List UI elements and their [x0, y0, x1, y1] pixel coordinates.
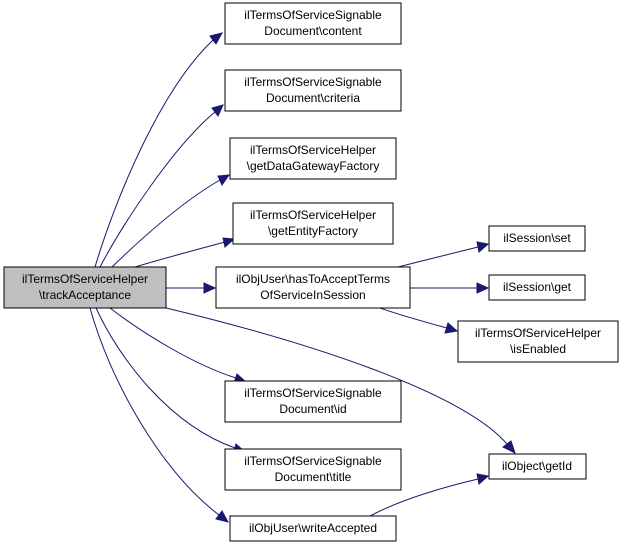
node-root-line1: ilTermsOfServiceHelper [22, 272, 148, 286]
edge-user-to-session-set [397, 241, 490, 268]
node-signable-criteria-line1: ilTermsOfServiceSignable [244, 75, 382, 89]
edge-user-to-helper-enabled [379, 307, 459, 334]
node-signable-title-line2: Document\title [275, 470, 352, 484]
node-user-hastoaccept-line2: OfServiceInSession [260, 288, 365, 302]
node-session-set-line1: ilSession\set [503, 231, 571, 245]
node-user-write-line1: ilObjUser\writeAccepted [249, 521, 377, 535]
edge-root-to-signable-content [94, 32, 223, 268]
node-signable-content-line2: Document\content [264, 24, 362, 38]
edge-root-to-user-write [89, 307, 229, 523]
node-helper-enabled-line1: ilTermsOfServiceHelper [475, 326, 601, 340]
node-root-line2: \trackAcceptance [39, 288, 131, 302]
nodes: ilTermsOfServiceHelper \trackAcceptance … [3, 2, 619, 542]
node-helper-gateway[interactable]: ilTermsOfServiceHelper \getDataGatewayFa… [229, 137, 397, 180]
node-signable-criteria[interactable]: ilTermsOfServiceSignable Document\criter… [224, 69, 402, 112]
node-object-getid-line1: ilObject\getId [502, 459, 572, 473]
node-signable-criteria-line2: Document\criteria [266, 91, 360, 105]
node-helper-entity[interactable]: ilTermsOfServiceHelper \getEntityFactory [232, 202, 394, 245]
edge-user-write-to-object-getid [369, 473, 490, 517]
node-user-hastoaccept[interactable]: ilObjUser\hasToAcceptTerms OfServiceInSe… [215, 266, 411, 309]
node-user-hastoaccept-line1: ilObjUser\hasToAcceptTerms [236, 272, 390, 286]
node-session-set[interactable]: ilSession\set [488, 225, 586, 252]
node-session-get[interactable]: ilSession\get [488, 274, 586, 301]
node-signable-title-line1: ilTermsOfServiceSignable [244, 454, 382, 468]
edge-root-to-user-hastoaccept [166, 282, 217, 294]
edge-root-to-helper-gateway [111, 174, 231, 268]
node-user-write[interactable]: ilObjUser\writeAccepted [229, 515, 397, 542]
node-helper-gateway-line2: \getDataGatewayFactory [247, 159, 380, 173]
node-session-get-line1: ilSession\get [503, 280, 572, 294]
edge-user-to-session-get [410, 282, 490, 294]
edge-root-to-object-getid [165, 307, 516, 454]
node-helper-entity-line1: ilTermsOfServiceHelper [250, 208, 376, 222]
edges [89, 32, 516, 523]
node-helper-entity-line2: \getEntityFactory [268, 224, 358, 238]
node-helper-gateway-line1: ilTermsOfServiceHelper [250, 143, 376, 157]
node-object-getid[interactable]: ilObject\getId [488, 453, 587, 480]
edge-root-to-signable-title [95, 307, 247, 455]
node-signable-id-line1: ilTermsOfServiceSignable [244, 386, 382, 400]
node-root[interactable]: ilTermsOfServiceHelper \trackAcceptance [3, 266, 167, 309]
node-helper-enabled[interactable]: ilTermsOfServiceHelper \isEnabled [457, 320, 619, 363]
node-signable-content[interactable]: ilTermsOfServiceSignable Document\conten… [224, 2, 402, 45]
edge-root-to-signable-criteria [99, 104, 224, 268]
node-signable-title[interactable]: ilTermsOfServiceSignable Document\title [224, 448, 402, 491]
edge-root-to-helper-entity [134, 237, 236, 268]
node-signable-id[interactable]: ilTermsOfServiceSignable Document\id [224, 380, 402, 423]
node-signable-content-line1: ilTermsOfServiceSignable [244, 8, 382, 22]
node-signable-id-line2: Document\id [279, 402, 346, 416]
edge-root-to-signable-id [109, 307, 248, 384]
node-helper-enabled-line2: \isEnabled [510, 342, 566, 356]
